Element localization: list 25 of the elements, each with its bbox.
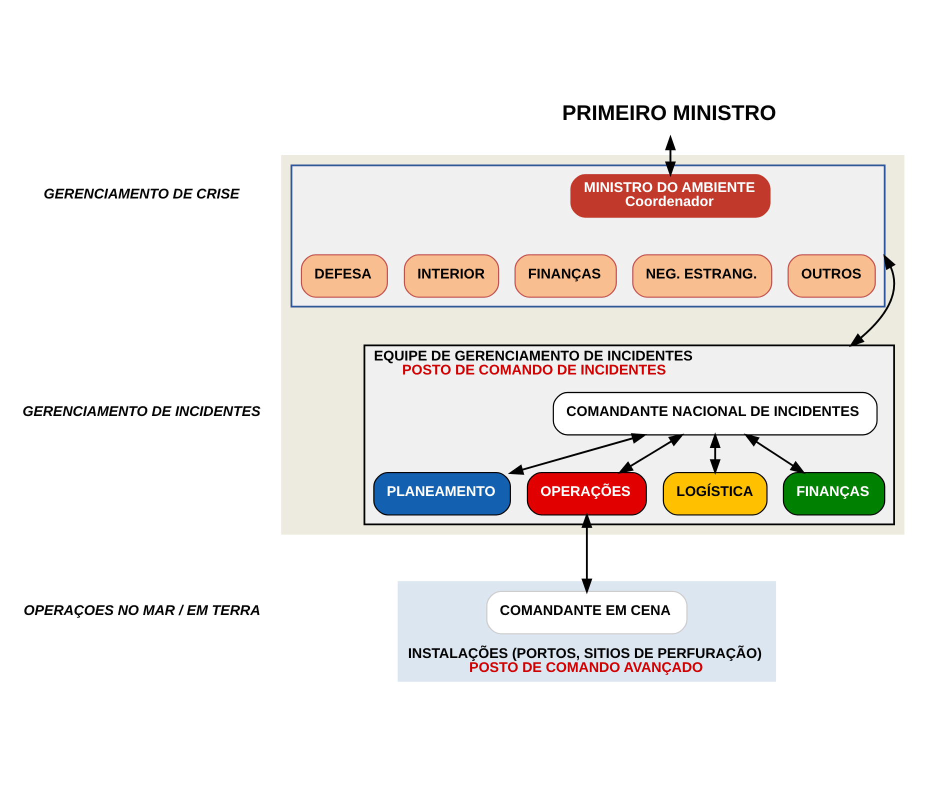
node-box: OPERAÇÕES xyxy=(526,472,647,516)
node-box: COMANDANTE EM CENA xyxy=(486,590,688,634)
arrow xyxy=(744,434,806,474)
label: GERENCIAMENTO DE INCIDENTES xyxy=(22,403,261,420)
node-box: FINANÇAS xyxy=(782,472,886,516)
node-box: DEFESA xyxy=(300,254,388,298)
label: GERENCIAMENTO DE CRISE xyxy=(44,185,240,202)
label: OPERAÇOES NO MAR / EM TERRA xyxy=(24,602,260,618)
node-box: PLANEAMENTO xyxy=(373,472,511,516)
arrow xyxy=(665,134,676,178)
arrow xyxy=(849,254,896,348)
node-box: NEG. ESTRANG. xyxy=(632,254,772,298)
cluster xyxy=(281,155,904,535)
node-box: FINANÇAS xyxy=(514,254,617,298)
node-box: INTERIOR xyxy=(404,254,500,298)
node-box: MINISTRO DO AMBIENTE Coordenador xyxy=(570,174,770,218)
node-box: COMANDANTE NACIONAL DE INCIDENTES xyxy=(552,392,878,436)
arrow xyxy=(710,432,721,475)
arrow xyxy=(581,512,592,594)
arrow xyxy=(618,434,684,474)
node-box: OUTROS xyxy=(788,254,876,298)
node-box: LOGÍSTICA xyxy=(662,472,768,516)
arrow xyxy=(508,433,648,475)
node-text: PRIMEIRO MINISTRO xyxy=(562,102,776,125)
cluster xyxy=(290,164,886,308)
